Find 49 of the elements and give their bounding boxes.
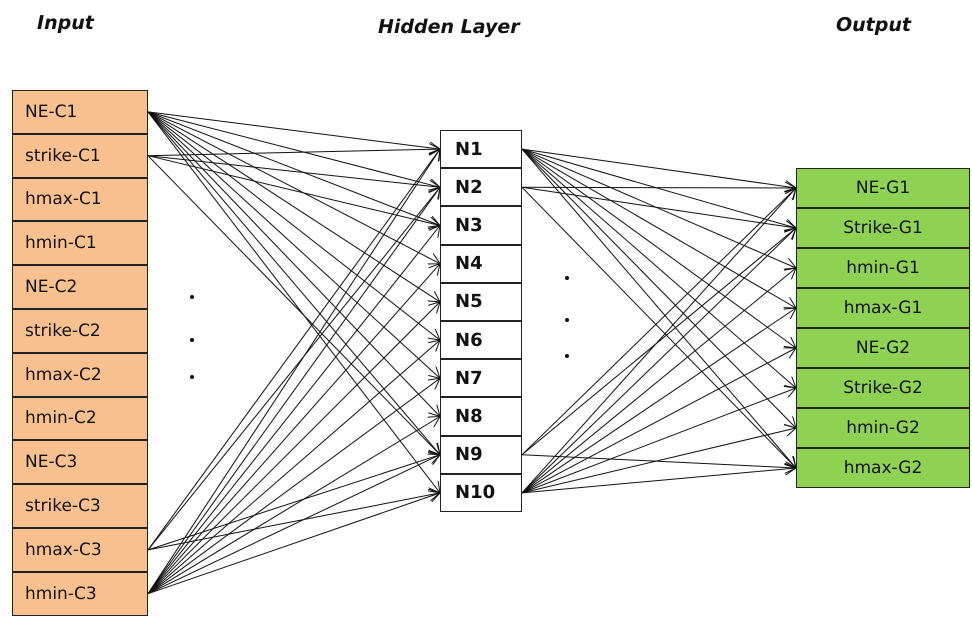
arrow: [148, 454, 440, 594]
neuron-box: N9: [440, 436, 522, 474]
input-box: NE-C1: [12, 90, 148, 134]
neuron-box: N10: [440, 474, 522, 512]
layer-heading: Output: [836, 14, 911, 36]
neuron-box: N5: [440, 282, 522, 321]
neuron-box: N6: [440, 321, 522, 360]
output-box: hmax-G1: [796, 288, 970, 328]
arrow: [522, 148, 796, 193]
input-box: hmin-C1: [12, 221, 148, 266]
arrow: [522, 186, 796, 233]
arrow: [148, 155, 440, 230]
arrow: [148, 111, 440, 154]
neuron-box: N3: [440, 206, 522, 245]
input-box: NE-C3: [12, 440, 148, 484]
input-box: strike-C3: [12, 484, 148, 528]
arrow: [148, 488, 440, 550]
input-box: strike-C2: [12, 309, 148, 353]
input-box: hmax-C3: [12, 528, 148, 572]
neuron-box: N4: [440, 244, 522, 283]
arrow: [148, 452, 440, 550]
arrow: [148, 416, 440, 594]
input-box: strike-C1: [12, 134, 148, 178]
arrow: [522, 462, 796, 494]
arrow: [148, 142, 440, 156]
input-box: NE-C2: [12, 265, 148, 309]
output-box: hmin-G2: [796, 408, 970, 448]
output-box: NE-G2: [796, 328, 970, 368]
input-box: hmin-C2: [12, 396, 148, 440]
arrow: [522, 454, 796, 474]
output-box: hmax-G2: [796, 448, 970, 488]
neuron-box: N7: [440, 359, 522, 398]
output-box: hmin-G1: [796, 248, 970, 288]
arrow: [148, 111, 440, 191]
output-box: Strike-G2: [796, 368, 970, 408]
arrow: [522, 424, 796, 494]
output-box: NE-G1: [796, 168, 970, 208]
neuron-box: N1: [440, 130, 522, 168]
neuron-box: N2: [440, 168, 522, 206]
input-box: hmax-C1: [12, 178, 148, 222]
arrow: [148, 155, 440, 193]
output-box: Strike-G1: [796, 208, 970, 248]
neuron-box: N8: [440, 397, 522, 436]
input-box: hmax-C2: [12, 352, 148, 397]
input-box: hmin-C3: [12, 572, 148, 616]
layer-heading: Hidden Layer: [378, 16, 520, 38]
layer-heading: Input: [37, 12, 94, 34]
arrow: [522, 148, 796, 308]
arrow: [148, 490, 440, 594]
